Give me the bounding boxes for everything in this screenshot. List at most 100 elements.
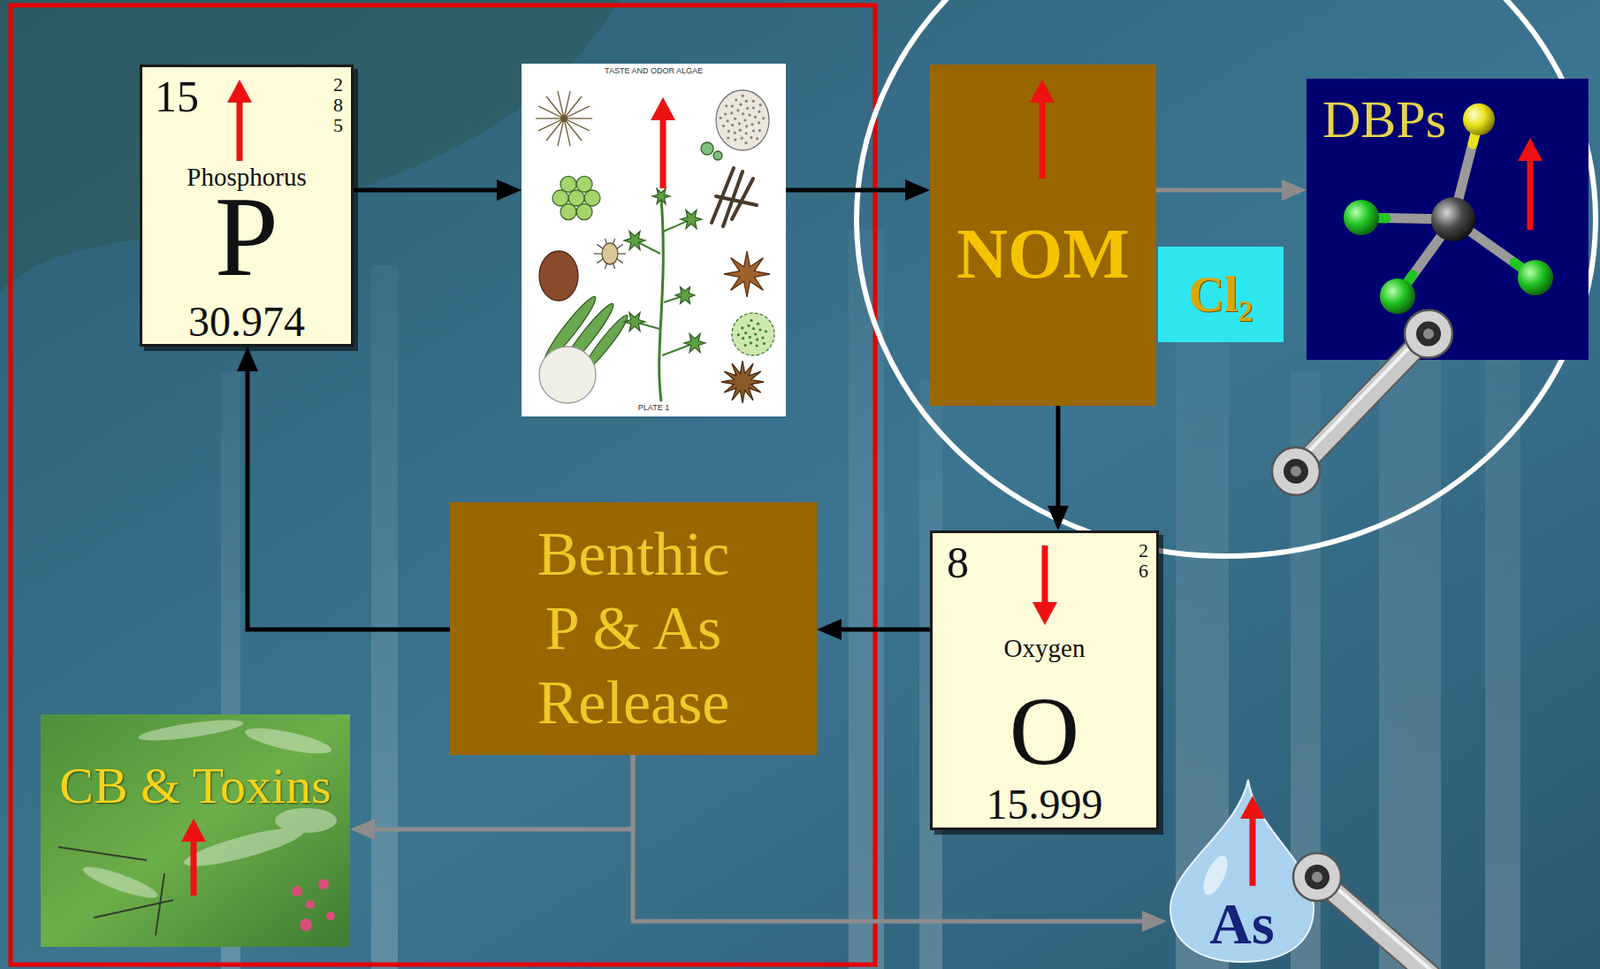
- art-line: [563, 96, 582, 119]
- art-circle: [761, 335, 764, 339]
- art-circle: [1462, 103, 1495, 136]
- element-tile: 82 6OxygenO15.999: [929, 530, 1159, 831]
- art-line: [563, 118, 590, 131]
- art-ellipse: [243, 723, 334, 759]
- art-circle: [1288, 464, 1304, 480]
- plate-title: TASTE AND ODOR ALGAE: [604, 67, 703, 76]
- electron-shells: 2 8 5: [332, 74, 344, 136]
- art-ellipse: [1198, 852, 1233, 899]
- art-circle: [741, 94, 745, 98]
- art-line: [716, 196, 757, 206]
- art-ellipse: [716, 90, 770, 151]
- art-circle: [733, 131, 737, 135]
- electron-shells: 2 6: [1137, 540, 1150, 581]
- art-circle: [700, 142, 714, 155]
- art-circle: [731, 123, 734, 127]
- art-circle: [726, 136, 730, 139]
- art-line: [1042, 545, 1049, 604]
- art-line: [1332, 883, 1453, 969]
- art-circle: [744, 343, 747, 347]
- art-circle: [752, 327, 755, 330]
- flow-arrow: [1156, 188, 1298, 193]
- art-line: [190, 839, 198, 896]
- element-tile: 152 8 5PhosphorusP30.974: [139, 64, 354, 347]
- art-rect: [1485, 318, 1521, 969]
- art-circle: [1310, 869, 1326, 885]
- art-circle: [758, 129, 762, 132]
- flow-arrow: [353, 188, 513, 193]
- art-rect: [40, 714, 351, 947]
- art-circle: [584, 190, 601, 206]
- art-circle: [568, 190, 585, 206]
- art-ellipse: [601, 243, 618, 265]
- art-line: [538, 118, 564, 131]
- algae-sketches: [535, 90, 775, 404]
- art-circle: [740, 137, 744, 140]
- flow-arrow: [1056, 405, 1061, 522]
- art-polygon: [1032, 601, 1058, 625]
- art-circle: [576, 175, 593, 192]
- art-circle: [752, 99, 755, 103]
- art-circle: [739, 103, 742, 107]
- art-circle: [746, 324, 750, 328]
- element-symbol: P: [214, 178, 279, 294]
- art-line: [236, 100, 244, 161]
- art-circle: [755, 137, 759, 140]
- art-circle: [741, 112, 745, 115]
- art-polygon: [721, 360, 764, 404]
- water-drop: [1170, 779, 1314, 962]
- art-circle: [299, 918, 313, 931]
- art-circle: [747, 114, 751, 117]
- flow-arrow: [358, 754, 633, 830]
- reagent-box: Cl₂: [1158, 246, 1284, 343]
- art-ellipse: [137, 716, 244, 746]
- art-g: [58, 846, 174, 936]
- wrench-icon: [1262, 299, 1463, 505]
- art-circle: [749, 341, 753, 344]
- process-box: Benthic P & As Release: [449, 502, 817, 755]
- box-label: NOM: [956, 218, 1130, 290]
- art-circle: [758, 327, 762, 331]
- art-circle: [326, 911, 336, 921]
- art-circle: [727, 129, 731, 133]
- art-polygon: [675, 287, 695, 305]
- increase-arrow: [181, 818, 206, 896]
- art-circle: [737, 333, 740, 336]
- art-circle: [764, 329, 768, 333]
- plate-number: PLATE 1: [638, 403, 670, 412]
- art-circle: [1283, 843, 1351, 911]
- increase-arrow: [1240, 795, 1265, 886]
- art-path: [659, 198, 664, 402]
- art-circle: [318, 878, 329, 890]
- art-circle: [1262, 437, 1330, 505]
- art-g: [594, 238, 626, 269]
- art-polygon: [1029, 79, 1055, 103]
- art-circle: [730, 111, 733, 115]
- art-circle: [1427, 968, 1495, 969]
- art-circle: [1278, 453, 1314, 489]
- art-circle: [305, 899, 315, 909]
- art-circle: [1379, 278, 1416, 314]
- flow-arrow: [785, 188, 922, 193]
- wrench-icon: [1283, 843, 1495, 969]
- art-circle: [723, 112, 727, 115]
- photo-label: CB & Toxins: [59, 760, 332, 812]
- art-circle: [744, 331, 747, 335]
- art-circle: [755, 343, 759, 347]
- art-circle: [1394, 299, 1463, 367]
- art-g: [624, 188, 706, 352]
- art-polygon: [723, 251, 770, 298]
- photo-box: CB & Toxins: [40, 714, 351, 947]
- art-ellipse: [539, 251, 579, 301]
- art-circle: [750, 122, 754, 126]
- art-line: [557, 91, 564, 119]
- focus-circle: [856, 0, 1596, 557]
- increase-arrow: [1029, 79, 1055, 179]
- art-line: [563, 118, 571, 146]
- art-circle: [757, 110, 761, 114]
- art-line: [1303, 342, 1415, 457]
- art-circle: [719, 116, 723, 120]
- art-polygon: [1517, 137, 1543, 161]
- algae-plate: TASTE AND ODOR ALGAE PLATE 1: [521, 63, 786, 417]
